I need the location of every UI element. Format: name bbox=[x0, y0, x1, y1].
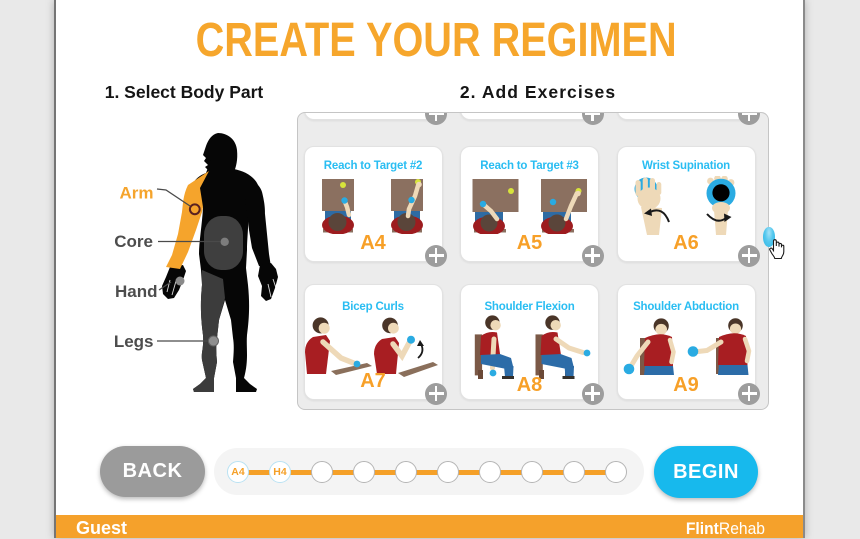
svg-text:Legs: Legs bbox=[114, 332, 154, 351]
svg-text:Core: Core bbox=[114, 232, 153, 251]
svg-text:Arm: Arm bbox=[119, 184, 153, 203]
svg-text:Hand: Hand bbox=[115, 282, 158, 301]
